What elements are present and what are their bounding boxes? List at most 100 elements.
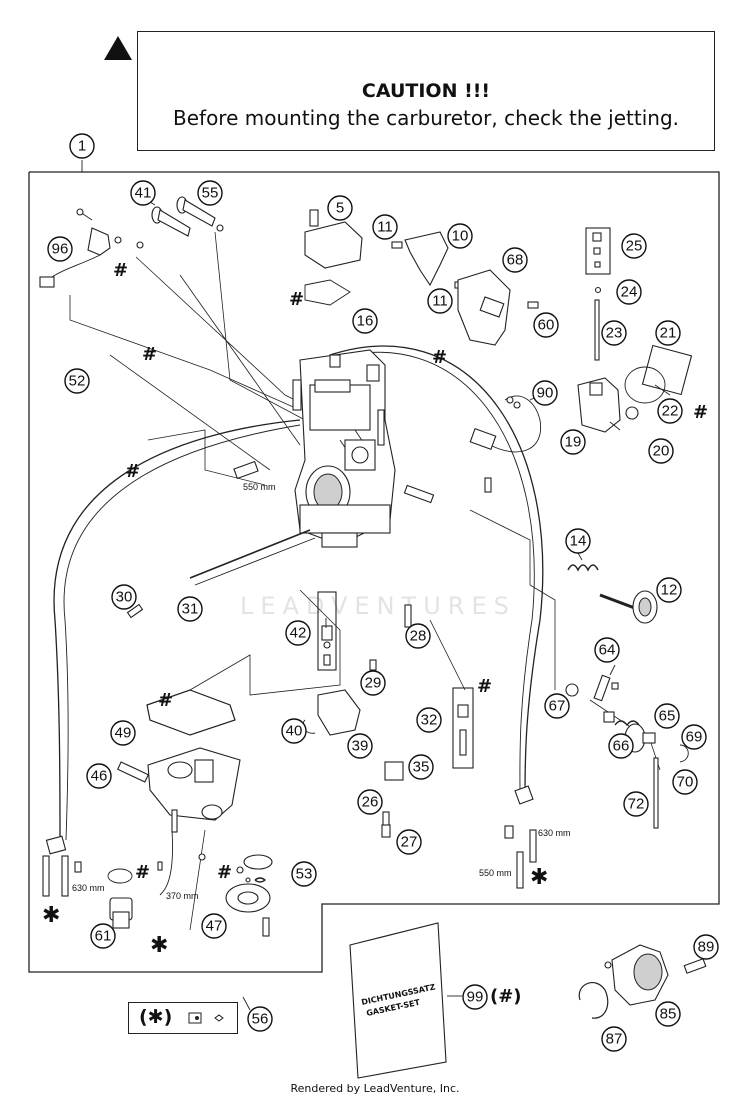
slide-39 — [302, 689, 361, 736]
callout-11b: 11 — [427, 288, 453, 314]
callout-64: 64 — [594, 637, 620, 663]
svg-text:10: 10 — [452, 228, 469, 245]
svg-text:72: 72 — [628, 796, 645, 813]
gasket-set-package: DICHTUNGSSATZ GASKET-SET — [349, 922, 447, 1079]
svg-text:55: 55 — [202, 185, 219, 202]
callout-65: 65 — [654, 703, 680, 729]
caution-text: Before mounting the carburetor, check th… — [173, 106, 679, 130]
svg-text:61: 61 — [95, 928, 112, 945]
svg-text:64: 64 — [599, 642, 616, 659]
svg-text:11: 11 — [432, 293, 448, 310]
svg-text:60: 60 — [538, 317, 555, 334]
callout-28: 28 — [405, 623, 431, 649]
warning-triangle-icon — [104, 36, 132, 60]
svg-text:90: 90 — [537, 385, 554, 402]
callout-61: 61 — [90, 923, 116, 949]
float-bowl-49 — [116, 689, 241, 833]
svg-text:39: 39 — [352, 738, 369, 755]
svg-text:27: 27 — [401, 834, 418, 851]
svg-text:70: 70 — [677, 774, 694, 791]
svg-text:11: 11 — [377, 219, 393, 236]
callout-70: 70 — [672, 769, 698, 795]
svg-text:1: 1 — [78, 138, 86, 155]
carburetor-body — [294, 349, 396, 548]
svg-text:28: 28 — [410, 628, 427, 645]
callout-10: 10 — [447, 223, 473, 249]
screws-41-55 — [151, 196, 224, 237]
svg-text:25: 25 — [626, 238, 643, 255]
watermark: LEADVENTURES — [240, 592, 516, 620]
assembly-frame — [28, 171, 720, 973]
callout-11a: 11 — [372, 214, 398, 240]
svg-text:12: 12 — [661, 582, 678, 599]
callout-14: 14 — [565, 528, 591, 554]
svg-text:46: 46 — [91, 768, 108, 785]
hash-mark: # — [289, 289, 304, 310]
svg-text:53: 53 — [296, 866, 313, 883]
dimension-label: 630 mm — [72, 883, 105, 893]
callout-72: 72 — [623, 791, 649, 817]
star-mark: ✱ — [42, 903, 60, 928]
svg-text:99: 99 — [467, 989, 484, 1006]
svg-text:40: 40 — [286, 723, 303, 740]
svg-text:16: 16 — [357, 313, 374, 330]
dimension-label: 550 mm — [243, 482, 276, 492]
hash-mark: # — [142, 344, 157, 365]
callout-47: 47 — [201, 913, 227, 939]
linkage-64-72 — [565, 674, 689, 829]
svg-text:30: 30 — [116, 589, 133, 606]
callout-67: 67 — [544, 693, 570, 719]
callout-66: 66 — [608, 733, 634, 759]
svg-text:22: 22 — [662, 403, 679, 420]
callout-56: 56 — [247, 1006, 273, 1032]
svg-text:20: 20 — [653, 443, 670, 460]
callout-23: 23 — [601, 320, 627, 346]
legend-box: (✱) — [128, 1002, 238, 1034]
callout-16: 16 — [352, 308, 378, 334]
callout-96: 96 — [47, 236, 73, 262]
callout-30: 30 — [111, 584, 137, 610]
svg-text:85: 85 — [660, 1006, 677, 1023]
callout-29: 29 — [360, 670, 386, 696]
throttle-pulley-12 — [599, 590, 658, 624]
svg-text:19: 19 — [565, 434, 582, 451]
callout-26: 26 — [357, 789, 383, 815]
callout-39: 39 — [347, 733, 373, 759]
throttle-screw-90 — [469, 396, 521, 493]
hash-mark: # — [125, 461, 140, 482]
callout-32: 32 — [416, 707, 442, 733]
svg-text:41: 41 — [135, 185, 152, 202]
callout-31: 31 — [177, 596, 203, 622]
callout-55: 55 — [197, 180, 223, 206]
svg-text:87: 87 — [606, 1031, 623, 1048]
callout-85: 85 — [655, 1001, 681, 1027]
svg-text:24: 24 — [621, 284, 638, 301]
legend-part-icon — [188, 1012, 224, 1024]
caution-box: CAUTION !!! Before mounting the carburet… — [137, 31, 715, 151]
callout-87: 87 — [601, 1026, 627, 1052]
svg-text:42: 42 — [290, 625, 307, 642]
svg-text:67: 67 — [549, 698, 566, 715]
accelerator-pump-47 — [225, 854, 273, 937]
cover-68 — [457, 269, 539, 346]
hash-mark: # — [477, 676, 492, 697]
callout-1: 1 — [69, 133, 95, 159]
hash-mark: # — [693, 402, 708, 423]
cap-21-22-19-20 — [577, 344, 693, 433]
svg-text:66: 66 — [613, 738, 630, 755]
svg-text:49: 49 — [115, 725, 132, 742]
callout-68: 68 — [502, 247, 528, 273]
svg-text:5: 5 — [336, 200, 344, 217]
star-mark: ✱ — [530, 865, 548, 890]
throttle-sensor-96 — [39, 208, 144, 288]
callout-42: 42 — [285, 620, 311, 646]
svg-text:32: 32 — [421, 712, 438, 729]
callout-22: 22 — [657, 398, 683, 424]
svg-text:56: 56 — [252, 1011, 269, 1028]
callout-41: 41 — [130, 180, 156, 206]
footer: Rendered by LeadVenture, Inc. — [290, 1082, 460, 1095]
hash-mark: # — [217, 862, 232, 883]
callout-53: 53 — [291, 861, 317, 887]
svg-text:89: 89 — [698, 939, 715, 956]
svg-text:35: 35 — [413, 759, 430, 776]
